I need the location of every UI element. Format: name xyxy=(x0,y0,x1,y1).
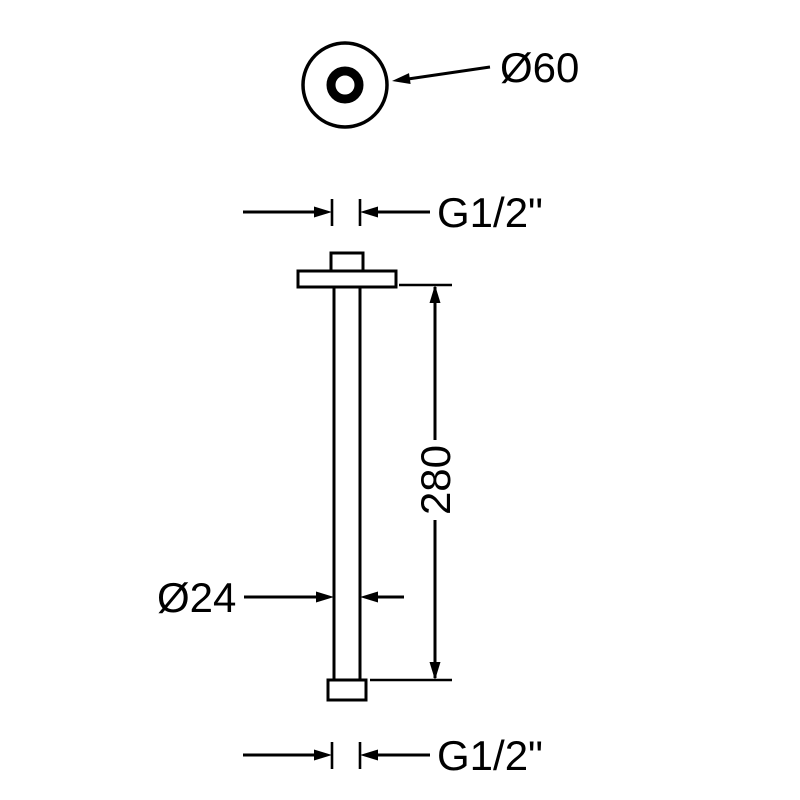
arrowhead-left xyxy=(360,749,378,761)
flange-diameter-label: Ø60 xyxy=(500,44,579,91)
flange-diameter-arrowhead xyxy=(392,73,411,84)
length-dimension: 280 xyxy=(370,283,459,682)
arrowhead-left xyxy=(360,591,378,603)
ceiling-flange-plate xyxy=(296,269,398,289)
top-thread-dimension: G1/2" xyxy=(243,189,543,236)
bottom-thread-dimension: G1/2" xyxy=(243,732,543,779)
top-thread-nipple xyxy=(329,251,365,273)
flange-center-hole xyxy=(326,66,364,104)
arrowhead-right xyxy=(316,591,334,603)
bottom-outlet-connector xyxy=(326,678,368,702)
top-view: Ø60 xyxy=(301,41,579,129)
bottom-thread-label: G1/2" xyxy=(437,732,543,779)
flange-diameter-leader-line xyxy=(407,65,491,81)
arm-diameter-label: Ø24 xyxy=(157,574,236,621)
arrowhead-left xyxy=(360,206,378,218)
arm-length-label: 280 xyxy=(412,445,459,515)
top-thread-label: G1/2" xyxy=(437,189,543,236)
side-view xyxy=(296,251,398,702)
arrowhead-right xyxy=(314,749,332,761)
flange-outer-circle xyxy=(301,41,389,129)
arrowhead-right xyxy=(314,206,332,218)
arm-diameter-dimension: Ø24 xyxy=(157,574,404,621)
arrowhead-down xyxy=(429,662,441,680)
